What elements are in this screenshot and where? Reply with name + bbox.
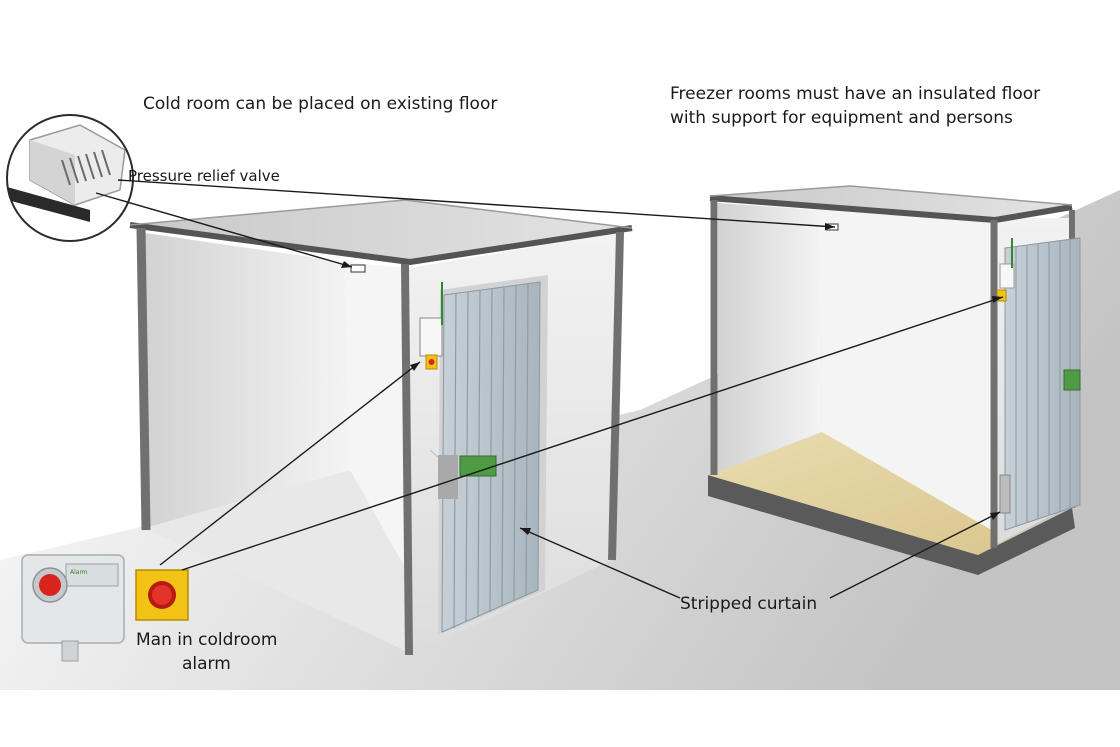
alarm-label-line1: Man in coldroom — [136, 630, 278, 650]
cold-room-floor-label: Cold room can be placed on existing floo… — [143, 94, 498, 114]
freezer-floor-label-line2: with support for equipment and persons — [670, 108, 1013, 128]
alarm-label-line2: alarm — [182, 654, 231, 674]
freezer-back-wall — [820, 210, 995, 532]
pressure-relief-valve-label: Pressure relief valve — [128, 167, 280, 185]
freezer-floor-wood — [708, 432, 1072, 555]
cold-room-back-wall — [345, 262, 412, 580]
cold-room-roof-edge — [129, 222, 633, 265]
freezer-door-handle — [1063, 369, 1081, 391]
freezer-roof — [710, 186, 1072, 220]
freezer-left-wall — [718, 203, 822, 472]
freezer-floor-label-line1: Freezer rooms must have an insulated flo… — [670, 84, 1041, 104]
freezer-room — [708, 185, 1081, 575]
cold-room-door-handle — [438, 455, 458, 499]
valve-closeup — [6, 114, 134, 242]
leader-lines — [95, 179, 1004, 599]
stripped-curtain-label: Stripped curtain — [680, 594, 818, 614]
alarm-panel: Alarm — [21, 554, 125, 662]
cold-room-post-right — [608, 231, 624, 561]
cold-room-valve-unit — [350, 264, 366, 273]
freezer-door-hinge — [999, 474, 1011, 514]
cold-room — [129, 199, 633, 656]
cold-room-post-left — [136, 227, 151, 531]
cold-room-left-wall — [145, 233, 350, 528]
leader-arrowheads — [341, 223, 1003, 535]
alarm-button — [135, 569, 189, 621]
svg-text:Alarm: Alarm — [70, 569, 88, 576]
cold-room-alarm-box — [419, 317, 443, 357]
cold-room-post-front — [401, 263, 413, 656]
freezer-alarm-box — [999, 263, 1015, 289]
